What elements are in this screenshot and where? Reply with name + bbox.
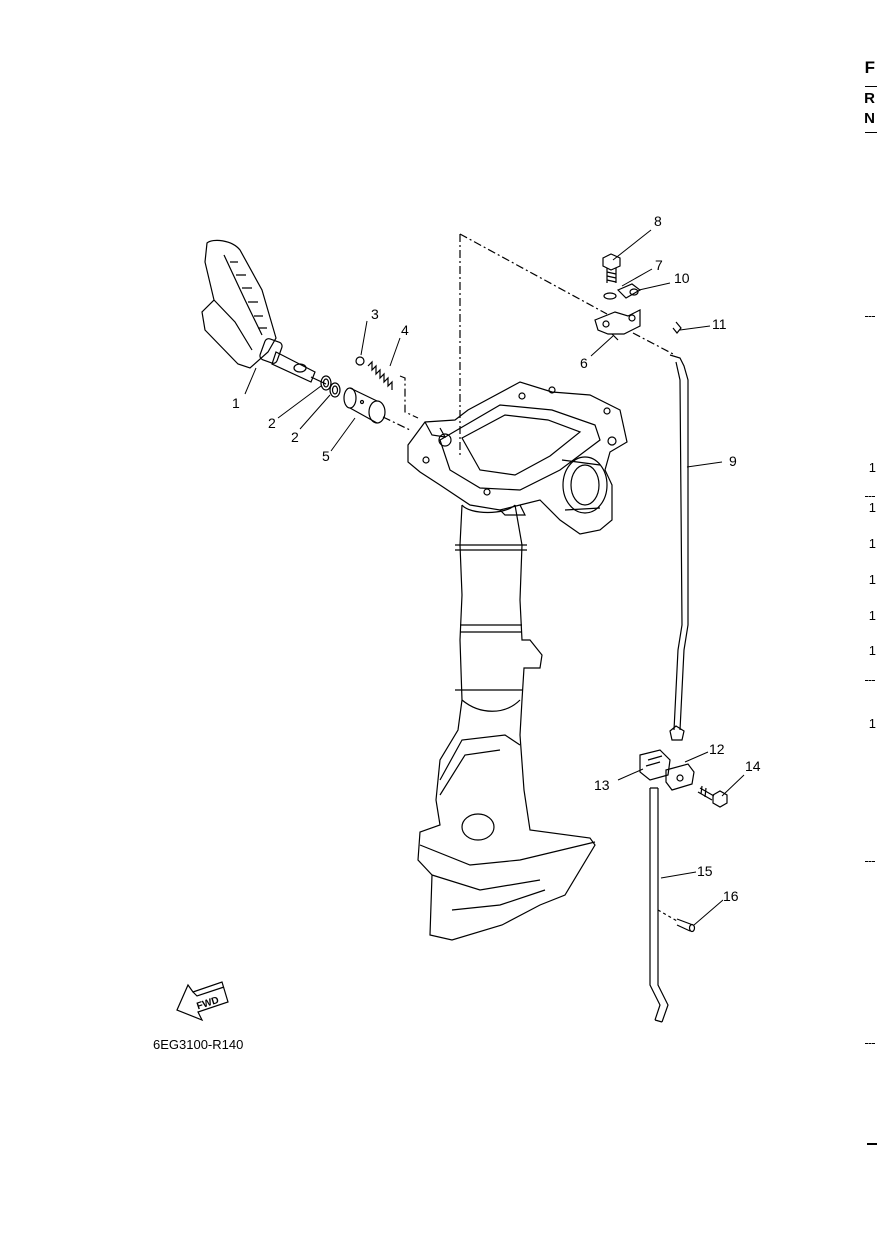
clip-part — [616, 283, 642, 299]
fwd-label: FWD — [195, 995, 220, 1013]
edge-number: 1 — [868, 572, 876, 587]
edge-tick — [865, 496, 875, 497]
screw-part — [697, 785, 728, 808]
edge-tick — [865, 861, 875, 862]
callout-4: 4 — [401, 322, 409, 338]
bracket-part — [594, 309, 641, 341]
washer-7-part — [603, 292, 617, 300]
edge-tick — [865, 1043, 875, 1044]
clamp-plate-part — [665, 763, 695, 791]
callout-8: 8 — [654, 213, 662, 229]
collar-part — [343, 387, 386, 424]
assembly-lines — [382, 233, 676, 458]
callout-13: 13 — [594, 777, 610, 793]
callout-16: 16 — [723, 888, 739, 904]
edge-rule — [865, 132, 877, 133]
callout-10: 10 — [674, 270, 690, 286]
edge-tick — [865, 316, 875, 317]
upper-casing-part — [407, 381, 628, 535]
callout-11: 11 — [712, 316, 727, 332]
edge-rule — [867, 1143, 877, 1145]
edge-letter-f: F — [864, 58, 875, 77]
callout-labels: 1 2 2 3 4 5 6 7 8 9 10 11 12 13 14 15 16… — [195, 213, 760, 1012]
edge-letter-n: N — [864, 110, 875, 127]
lower-rod-part — [649, 787, 669, 1023]
edge-number: 1 — [868, 643, 876, 658]
washer-part — [320, 375, 341, 398]
spring-part — [367, 360, 393, 390]
callout-15: 15 — [697, 863, 713, 879]
callout-14: 14 — [745, 758, 761, 774]
edge-letter-r: R — [864, 90, 875, 107]
pin-part — [672, 321, 682, 334]
callout-7: 7 — [655, 257, 663, 273]
callout-9: 9 — [729, 453, 737, 469]
diagram-code: 6EG3100-R140 — [153, 1037, 244, 1052]
edge-number: 1 — [868, 716, 876, 731]
callout-5: 5 — [322, 448, 330, 464]
edge-tick — [865, 680, 875, 681]
lower-unit-part — [417, 504, 596, 941]
edge-number: 1 — [868, 460, 876, 475]
callout-12: 12 — [709, 741, 725, 757]
callout-leaders — [244, 229, 745, 926]
callout-2a: 2 — [268, 415, 276, 431]
fwd-arrow-icon — [176, 981, 229, 1022]
clamp-part — [639, 749, 671, 781]
callout-6: 6 — [580, 355, 588, 371]
ball-part — [355, 356, 365, 366]
tiller-handle-part — [201, 239, 327, 385]
callout-3: 3 — [371, 306, 379, 322]
callout-2b: 2 — [291, 429, 299, 445]
edge-number: 1 — [868, 500, 876, 515]
edge-number: 1 — [868, 536, 876, 551]
bolt-part — [602, 253, 621, 283]
shift-pin-part — [676, 918, 696, 933]
callout-1: 1 — [232, 395, 240, 411]
edge-number: 1 — [868, 608, 876, 623]
upper-rod-part — [669, 354, 689, 741]
edge-rule — [865, 86, 877, 87]
